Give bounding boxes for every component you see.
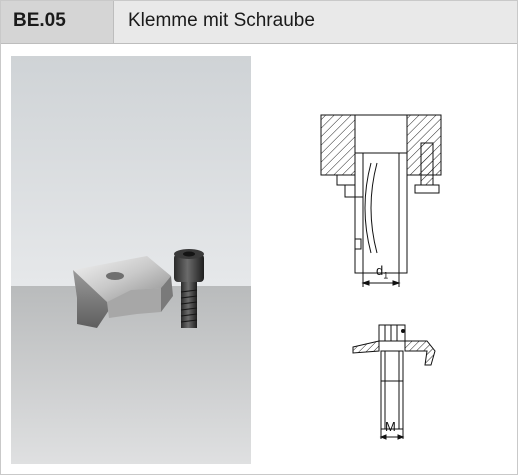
header-bar: BE.05 Klemme mit Schraube	[1, 1, 517, 44]
article-code: BE.05	[13, 10, 66, 31]
clamp-screw-drawing	[352, 324, 436, 440]
dimension-d1-label: d1	[376, 263, 388, 281]
code-cell: BE.05	[1, 1, 114, 43]
section-drawing	[320, 114, 442, 287]
dimension-d-letter: d	[376, 263, 384, 278]
bolt-part	[174, 249, 204, 328]
dimension-subscript: 1	[383, 270, 389, 281]
product-photo	[11, 56, 251, 464]
clamp-part	[73, 256, 173, 328]
article-title: Klemme mit Schraube	[128, 10, 315, 31]
dimension-m-label: M	[385, 419, 396, 434]
title-cell: Klemme mit Schraube	[114, 1, 517, 43]
